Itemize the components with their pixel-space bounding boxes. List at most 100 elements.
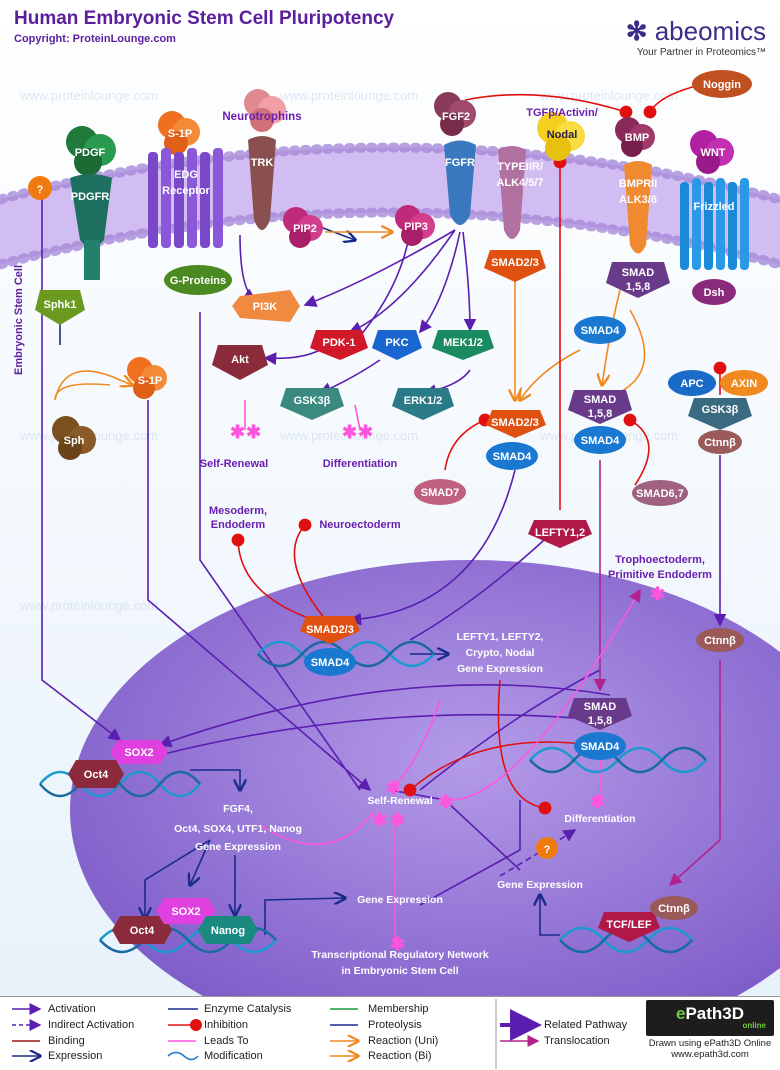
gsk3b-node[interactable]: GSK3β bbox=[280, 388, 344, 420]
wnt-ligand[interactable]: WNT bbox=[690, 130, 734, 174]
epath3d-badge[interactable]: ePath3D online Drawn using ePath3D Onlin… bbox=[646, 1000, 774, 1066]
svg-text:Endoderm: Endoderm bbox=[211, 519, 266, 531]
smad7-node[interactable]: SMAD7 bbox=[414, 479, 466, 505]
leads-to-markers: ✱✱ ✱✱ ✱ ✱✱ ✱✱ ✱ ✱ bbox=[230, 422, 665, 954]
s1p-ligand[interactable]: S-1P bbox=[158, 111, 200, 155]
akt-node[interactable]: Akt bbox=[212, 345, 268, 380]
pkc-node[interactable]: PKC bbox=[372, 330, 422, 360]
sph-node[interactable]: Sph bbox=[52, 416, 96, 460]
svg-text:S-1P: S-1P bbox=[168, 128, 192, 140]
bmprii-alk-receptor[interactable]: BMPRII ALK3/6 bbox=[619, 161, 658, 254]
legend-activation: Activation bbox=[48, 1003, 96, 1015]
ctnnb-translocating-node[interactable]: Ctnnβ bbox=[696, 628, 744, 652]
legend-inhibition: Inhibition bbox=[204, 1019, 249, 1031]
svg-text:FGFR: FGFR bbox=[445, 157, 475, 169]
svg-text:Noggin: Noggin bbox=[703, 79, 741, 91]
svg-text:1,5,8: 1,5,8 bbox=[588, 715, 612, 727]
brand-logo[interactable]: ✻ abeomics Your Partner in Proteomics™ bbox=[626, 16, 766, 58]
tcf-lef-node[interactable]: TCF/LEF bbox=[598, 912, 660, 942]
page-header: Human Embryonic Stem Cell Pluripotency C… bbox=[14, 8, 394, 45]
svg-text:Sphk1: Sphk1 bbox=[43, 299, 76, 311]
pip2-node[interactable]: PIP2 bbox=[283, 207, 323, 248]
gsk3b-right-node[interactable]: GSK3β bbox=[688, 398, 752, 430]
pdgfr-receptor[interactable]: PDGFR bbox=[70, 174, 112, 280]
svg-text:Mesoderm,: Mesoderm, bbox=[209, 505, 267, 517]
dsh-node[interactable]: Dsh bbox=[692, 279, 736, 305]
epath3d-logo: ePath3D online bbox=[646, 1000, 774, 1036]
svg-text:✱: ✱ bbox=[230, 422, 245, 442]
legend-reaction-bi: Reaction (Bi) bbox=[368, 1050, 432, 1062]
pip3-node[interactable]: PIP3 bbox=[395, 205, 435, 246]
apc-node[interactable]: APC bbox=[668, 370, 716, 396]
edg-receptor[interactable]: EDG Receptor bbox=[148, 148, 223, 248]
svg-text:1,5,8: 1,5,8 bbox=[588, 408, 612, 420]
fgf2-ligand[interactable]: FGF2 bbox=[434, 92, 476, 136]
noggin-node[interactable]: Noggin bbox=[692, 70, 752, 98]
sox2-lower-node[interactable]: SOX2 bbox=[156, 898, 216, 924]
smad158-nuclear-node[interactable]: SMAD 1,5,8 bbox=[568, 698, 632, 730]
svg-text:FGF4,: FGF4, bbox=[223, 803, 253, 815]
svg-text:TYPEIIR/: TYPEIIR/ bbox=[497, 161, 543, 173]
pi3k-node[interactable]: PI3K bbox=[232, 290, 300, 322]
edges bbox=[41, 84, 727, 940]
ctnnb-cytoplasm-node[interactable]: Ctnnβ bbox=[698, 430, 742, 454]
legend-symbols bbox=[12, 999, 542, 1069]
sphk1-node[interactable]: Sphk1 bbox=[35, 290, 85, 325]
unknown-factor-icon[interactable]: ? bbox=[28, 176, 52, 200]
smad4-complex2-node[interactable]: SMAD4 bbox=[574, 426, 626, 454]
nanog-node[interactable]: Nanog bbox=[198, 916, 258, 944]
frizzled-receptor[interactable]: Frizzled bbox=[680, 178, 749, 270]
g-proteins-node[interactable]: G-Proteins bbox=[164, 265, 232, 295]
smad158-receptor-node[interactable]: SMAD 1,5,8 bbox=[606, 262, 670, 298]
oct4-nuclear-node[interactable]: Oct4 bbox=[68, 760, 124, 788]
svg-text:PDGF: PDGF bbox=[75, 147, 106, 159]
svg-text:ERK1/2: ERK1/2 bbox=[404, 395, 443, 407]
ctnnb-nuclear-node[interactable]: Ctnnβ bbox=[650, 896, 698, 920]
erk-node[interactable]: ERK1/2 bbox=[392, 388, 454, 420]
s1p-cytoplasm[interactable]: S-1P bbox=[127, 357, 167, 399]
oct4-lower-node[interactable]: Oct4 bbox=[112, 916, 172, 944]
svg-text:SMAD: SMAD bbox=[584, 701, 616, 713]
svg-text:Frizzled: Frizzled bbox=[694, 201, 735, 213]
smad4-nuclear-node[interactable]: SMAD4 bbox=[304, 648, 356, 676]
typeiir-alk-receptor[interactable]: TYPEIIR/ ALK4/5/7 bbox=[496, 146, 544, 239]
smad4-complex-node[interactable]: SMAD4 bbox=[486, 442, 538, 470]
tgfb-activin-nodal-ligand[interactable]: TGFβ/Activin/ Nodal bbox=[526, 107, 598, 161]
epath3d-url[interactable]: www.epath3d.com bbox=[671, 1049, 749, 1060]
legend-proteolysis: Proteolysis bbox=[368, 1019, 422, 1031]
svg-text:1,5,8: 1,5,8 bbox=[626, 281, 650, 293]
smad4-right-node[interactable]: SMAD4 bbox=[574, 316, 626, 344]
svg-text:Receptor: Receptor bbox=[162, 185, 210, 197]
fgfr-receptor[interactable]: FGFR bbox=[444, 140, 476, 226]
svg-text:PIP2: PIP2 bbox=[293, 223, 317, 235]
copyright-site-link[interactable]: ProteinLounge.com bbox=[72, 33, 176, 45]
smad4-nuclear2-node[interactable]: SMAD4 bbox=[574, 732, 626, 760]
sox2-nuclear-node[interactable]: SOX2 bbox=[110, 740, 168, 764]
smad158-complex-node[interactable]: SMAD 1,5,8 bbox=[568, 390, 632, 424]
svg-text:Ctnnβ: Ctnnβ bbox=[704, 635, 736, 647]
pdgf-ligand[interactable]: PDGF bbox=[66, 126, 116, 176]
smad67-node[interactable]: SMAD6,7 bbox=[632, 480, 688, 506]
trk-receptor[interactable]: TRK bbox=[248, 136, 276, 230]
svg-text:SMAD6,7: SMAD6,7 bbox=[636, 488, 684, 500]
svg-text:SMAD7: SMAD7 bbox=[421, 487, 460, 499]
mek-node[interactable]: MEK1/2 bbox=[432, 330, 494, 360]
smad23-complex-node[interactable]: SMAD2/3 bbox=[486, 410, 546, 438]
svg-text:LEFTY1, LEFTY2,: LEFTY1, LEFTY2, bbox=[457, 631, 544, 643]
svg-text:Primitive Endoderm: Primitive Endoderm bbox=[608, 569, 712, 581]
unknown-factor-nuclear-icon[interactable]: ? bbox=[536, 837, 558, 859]
smad23-nuclear-node[interactable]: SMAD2/3 bbox=[300, 616, 360, 644]
lefty-node[interactable]: LEFTY1,2 bbox=[528, 520, 592, 548]
axin-node[interactable]: AXIN bbox=[720, 370, 768, 396]
svg-text:G-Proteins: G-Proteins bbox=[170, 275, 226, 287]
neurotrophins-label: Neurotrophins bbox=[222, 111, 301, 123]
smad23-receptor-node[interactable]: SMAD2/3 bbox=[484, 250, 546, 282]
svg-text:PIP3: PIP3 bbox=[404, 221, 428, 233]
svg-text:PKC: PKC bbox=[385, 337, 408, 349]
pdk1-node[interactable]: PDK-1 bbox=[310, 330, 368, 360]
svg-text:✱: ✱ bbox=[342, 422, 357, 442]
neurotrophins-ligand[interactable] bbox=[244, 89, 286, 132]
bmp-ligand[interactable]: BMP bbox=[615, 117, 655, 157]
legend-enzyme-catalysis: Enzyme Catalysis bbox=[204, 1003, 292, 1015]
